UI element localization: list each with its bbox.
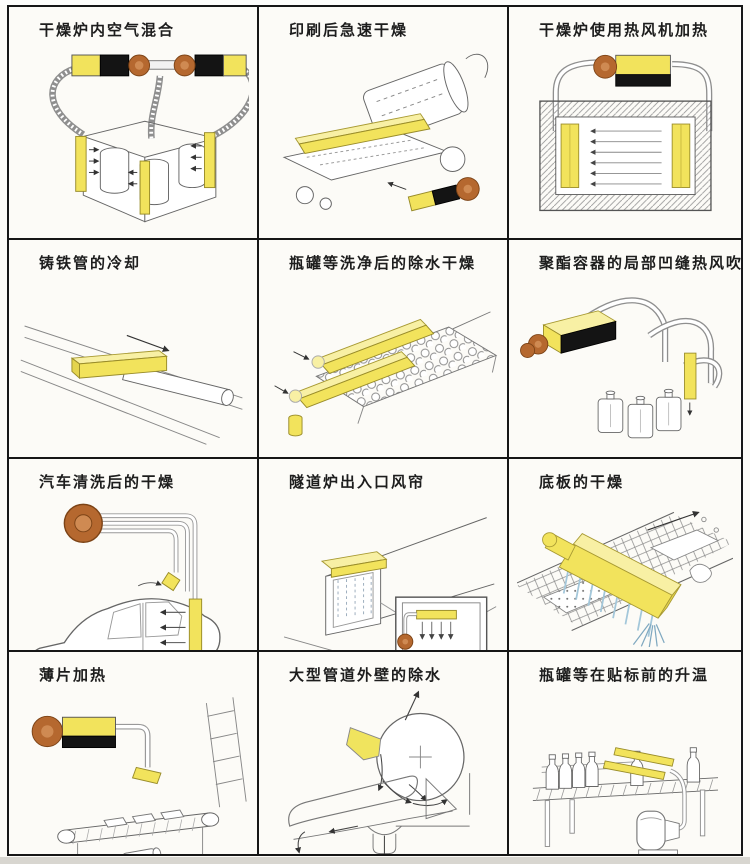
panel-base-plate-drying: 底板的干燥 xyxy=(509,459,741,652)
panel-title: 瓶罐等洗净后的除水干燥 xyxy=(289,254,477,272)
oven-hot-air-heating-illustration xyxy=(539,54,713,212)
panel-title: 隧道炉出入口风帘 xyxy=(289,473,426,491)
panel-title: 底板的干燥 xyxy=(539,473,625,491)
panel-title: 大型管道外壁的除水 xyxy=(289,666,443,684)
panel-oven-air-mixing: 干燥炉内空气混合 xyxy=(9,7,259,240)
panel-grid: 干燥炉内空气混合 xyxy=(7,5,743,856)
panel-oven-hot-air-heating: 干燥炉使用热风机加热 xyxy=(509,7,741,240)
panel-tunnel-air-curtain: 隧道炉出入口风帘 xyxy=(259,459,509,652)
panel-sheet-heating: 薄片加热 xyxy=(9,652,259,854)
bottle-warming-illustration xyxy=(532,747,719,854)
panel-printing-drying: 印刷后急速干燥 xyxy=(259,7,509,240)
tunnel-air-curtain-illustration xyxy=(283,517,497,650)
panel-bottle-dewatering: 瓶罐等洗净后的除水干燥 xyxy=(259,240,509,459)
car-drying-illustration xyxy=(35,503,221,650)
base-plate-drying-illustration xyxy=(517,511,733,648)
printing-drying-illustration xyxy=(282,53,489,212)
panel-car-drying: 汽车清洗后的干燥 xyxy=(9,459,259,652)
bottom-margin-strip xyxy=(0,857,750,864)
sheet-heating-illustration xyxy=(31,697,247,854)
panel-title: 瓶罐等在贴标前的升温 xyxy=(539,666,710,684)
panel-title: 干燥炉使用热风机加热 xyxy=(539,21,710,39)
panel-bottle-warming: 瓶罐等在贴标前的升温 xyxy=(509,652,741,854)
panel-title: 铸铁管的冷却 xyxy=(39,254,142,272)
panel-polyester-groove-drying: 聚酯容器的局部凹缝热风吹干 xyxy=(509,240,741,459)
bottle-dewatering-illustration xyxy=(274,311,498,437)
panel-pipe-dewatering: 大型管道外壁的除水 xyxy=(259,652,509,854)
polyester-groove-drying-illustration xyxy=(520,297,723,439)
top-margin xyxy=(0,0,750,5)
panel-title: 聚酯容器的局部凹缝热风吹干 xyxy=(539,254,741,272)
pipe-cooling-illustration xyxy=(20,325,243,445)
panel-title: 汽车清洗后的干燥 xyxy=(39,473,176,491)
panel-pipe-cooling: 铸铁管的冷却 xyxy=(9,240,259,459)
panel-title: 薄片加热 xyxy=(39,666,108,684)
panel-title: 印刷后急速干燥 xyxy=(289,21,409,39)
oven-air-mixing-illustration xyxy=(49,54,249,223)
panel-title: 干燥炉内空气混合 xyxy=(39,21,176,39)
pipe-dewatering-illustration xyxy=(288,690,471,854)
